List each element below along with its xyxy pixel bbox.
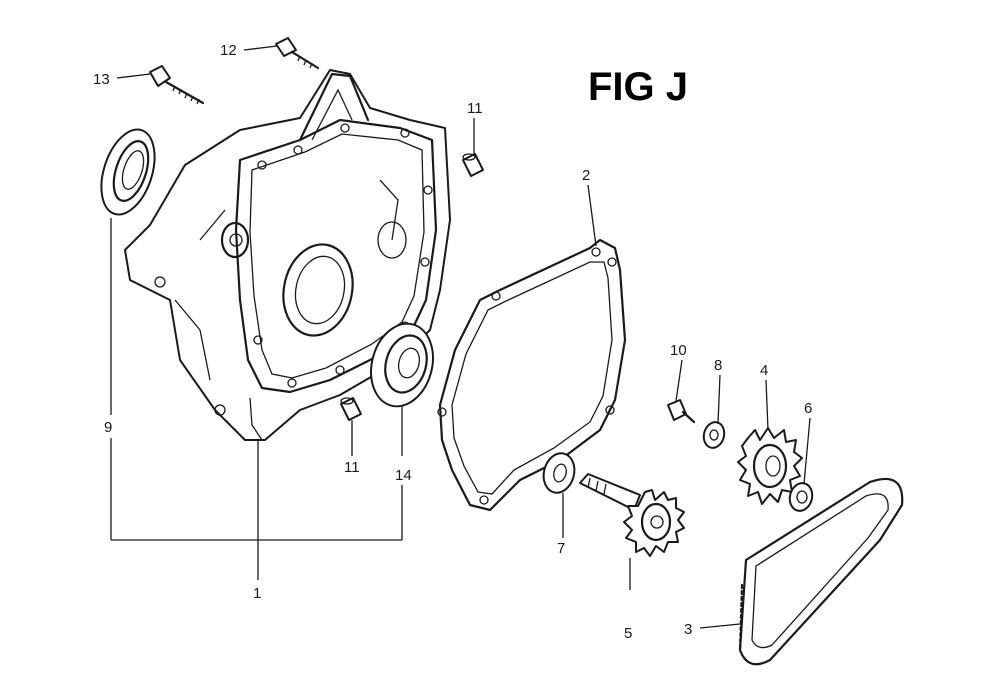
callout-13: 13	[93, 71, 110, 88]
callout-3: 3	[684, 621, 692, 638]
callout-6: 6	[804, 400, 812, 417]
part-2-gasket	[437, 238, 627, 512]
callout-2: 2	[582, 167, 590, 184]
part-8-washer	[702, 421, 726, 449]
part-3-chain	[738, 477, 904, 666]
part-11-dowel-pin-lower	[340, 397, 362, 421]
leader-lines	[110, 45, 811, 629]
callout-11-upper: 11	[467, 100, 483, 117]
part-7-washer	[542, 452, 576, 494]
callout-4: 4	[760, 362, 768, 379]
callout-1: 1	[253, 585, 261, 602]
part-5-sprocket-shaft	[579, 473, 685, 557]
callout-11-lower: 11	[344, 459, 360, 476]
callout-10: 10	[670, 342, 687, 359]
part-9-oil-seal	[100, 128, 156, 216]
part-11-dowel-pin-upper	[462, 153, 484, 177]
callout-5: 5	[624, 625, 632, 642]
part-12-bolt	[275, 37, 320, 70]
callout-14: 14	[395, 467, 412, 484]
callout-labels: 12 13 11 2 10 8 4 6 9 11 14 7 1 5 3	[93, 42, 812, 642]
part-13-bolt	[149, 65, 205, 105]
figure-title: FIG J	[588, 65, 688, 109]
part-14-bearing	[370, 322, 434, 408]
callout-9: 9	[104, 419, 112, 436]
callout-7: 7	[557, 540, 565, 557]
part-10-bolt	[667, 399, 696, 424]
part-1-case-cover	[124, 69, 451, 441]
callout-12: 12	[220, 42, 237, 59]
callout-8: 8	[714, 357, 722, 374]
